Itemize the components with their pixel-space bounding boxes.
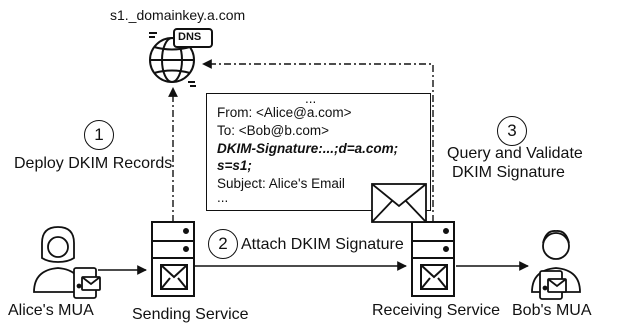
step-2-marker: 2 — [208, 229, 238, 259]
query-arrow — [202, 59, 434, 222]
bob-avatar-icon — [531, 230, 581, 293]
receiving-server-icon — [411, 221, 455, 297]
step-3-marker: 3 — [497, 116, 527, 146]
email-dkim-selector: s=s1; — [217, 158, 252, 173]
email-message-box: ... From: <Alice@a.com> To: <Bob@b.com> … — [206, 91, 431, 211]
step-1-marker: 1 — [84, 120, 114, 150]
email-bottom-ellipsis: ... — [217, 190, 229, 205]
email-subject: Subject: Alice's Email — [217, 176, 345, 191]
dns-badge-icon — [173, 28, 213, 48]
step-3-label-line1: Query and Validate — [447, 145, 583, 162]
email-top-ellipsis: ... — [305, 91, 317, 106]
step-1-label: Deploy DKIM Records — [14, 155, 173, 172]
alice-mua-label: Alice's MUA — [8, 302, 94, 319]
bob-mua-label: Bob's MUA — [512, 302, 592, 319]
alice-phone-icon — [73, 267, 101, 299]
step-2-label: Attach DKIM Signature — [241, 236, 404, 253]
dns-badge-label: DNS — [178, 31, 202, 43]
email-dkim-signature: DKIM-Signature:...;d=a.com; — [217, 141, 399, 156]
dns-record-name: s1._domainkey.a.com — [110, 7, 246, 23]
sending-service-label: Sending Service — [132, 306, 249, 323]
sending-server-icon — [151, 221, 195, 297]
receiving-service-label: Receiving Service — [372, 302, 501, 319]
step-3-label-line2: DKIM Signature — [452, 164, 565, 181]
email-to: To: <Bob@b.com> — [217, 123, 330, 138]
email-from: From: <Alice@a.com> — [217, 105, 352, 120]
bob-phone-icon — [539, 270, 567, 300]
